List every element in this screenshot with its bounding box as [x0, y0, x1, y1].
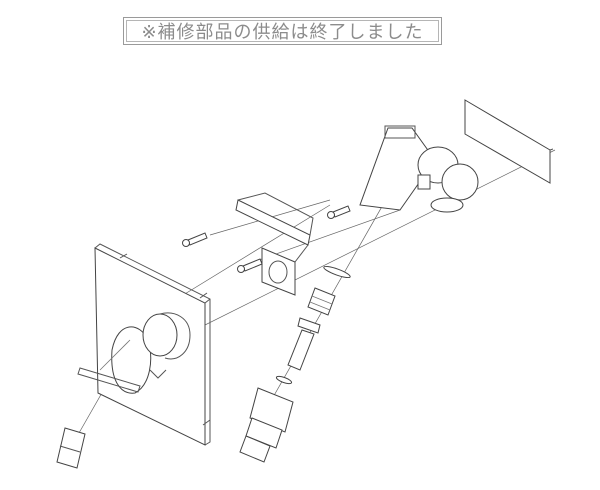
parts-discontinued-notice: ※補修部品の供給は終了しました [123, 17, 442, 45]
bracket-screw-upper [182, 232, 208, 247]
handle-lever [77, 326, 152, 394]
filter-spring [307, 287, 336, 316]
valve-screw [327, 205, 351, 219]
valve-body [359, 125, 479, 213]
o-ring-lower [275, 375, 293, 385]
o-ring-upper [323, 265, 351, 279]
back-gasket-plate [464, 99, 554, 184]
knob-cap [142, 312, 191, 379]
spout-tip [56, 427, 86, 469]
mounting-bracket [235, 192, 314, 296]
bracket-screw-lower [237, 258, 263, 273]
cartridge-stem [287, 317, 321, 371]
union-nut-fitting [239, 387, 294, 463]
